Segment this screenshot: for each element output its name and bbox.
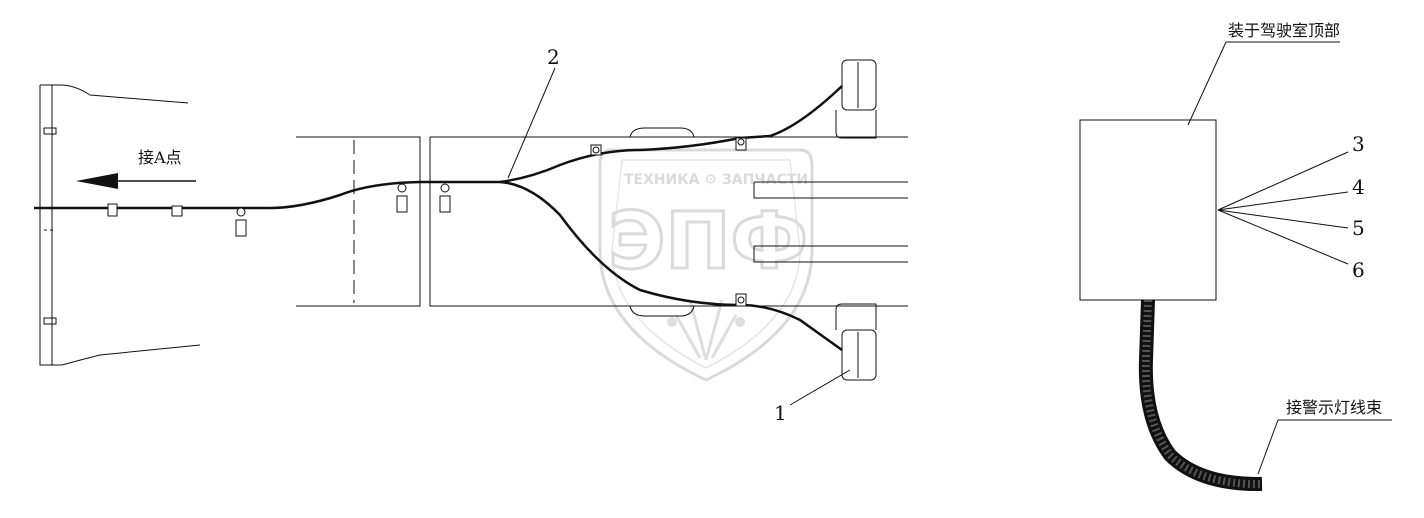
harness-wire [34, 85, 843, 352]
callout-5: 5 [1352, 216, 1365, 240]
leader-line-harness [1257, 419, 1279, 475]
callout-6: 6 [1352, 258, 1365, 282]
clip [592, 146, 600, 154]
callout-4: 4 [1352, 175, 1365, 199]
arrow-to-point-a [76, 173, 196, 189]
watermark-main-text: ЭПФ [608, 197, 808, 287]
watermark-shield: ТЕХНИКА ⚙ ЗАПЧАСТИ ЭПФ [598, 148, 814, 382]
leader-line-mount [1187, 41, 1227, 126]
clip [396, 195, 408, 213]
cab-front-outline [39, 84, 201, 366]
clip [171, 205, 183, 217]
clip [737, 138, 745, 146]
warning-light-harness [1138, 299, 1263, 492]
clip [235, 219, 247, 237]
clip [397, 183, 407, 193]
clip [107, 203, 118, 217]
callout-1: 1 [774, 401, 787, 425]
leader-line-2 [507, 67, 556, 179]
clip [236, 207, 246, 217]
label-connect-warning-harness: 接警示灯线束 [1286, 398, 1382, 417]
label-connect-point-a: 接A点 [138, 148, 182, 167]
watermark-top-text: ТЕХНИКА ⚙ ЗАПЧАСТИ [624, 172, 808, 188]
lamp-upper [835, 59, 877, 139]
harness-clips [107, 137, 747, 307]
output-leads [1217, 151, 1349, 265]
clip [440, 183, 450, 193]
cab-roof-unit-box [1079, 119, 1217, 301]
clip [439, 195, 451, 213]
clip [737, 296, 745, 304]
callout-2: 2 [547, 45, 560, 69]
lamp-lower [835, 303, 877, 381]
callout-3: 3 [1352, 132, 1365, 156]
label-mount-cab-roof: 装于驾驶室顶部 [1228, 21, 1340, 40]
leader-line-1 [789, 369, 851, 406]
